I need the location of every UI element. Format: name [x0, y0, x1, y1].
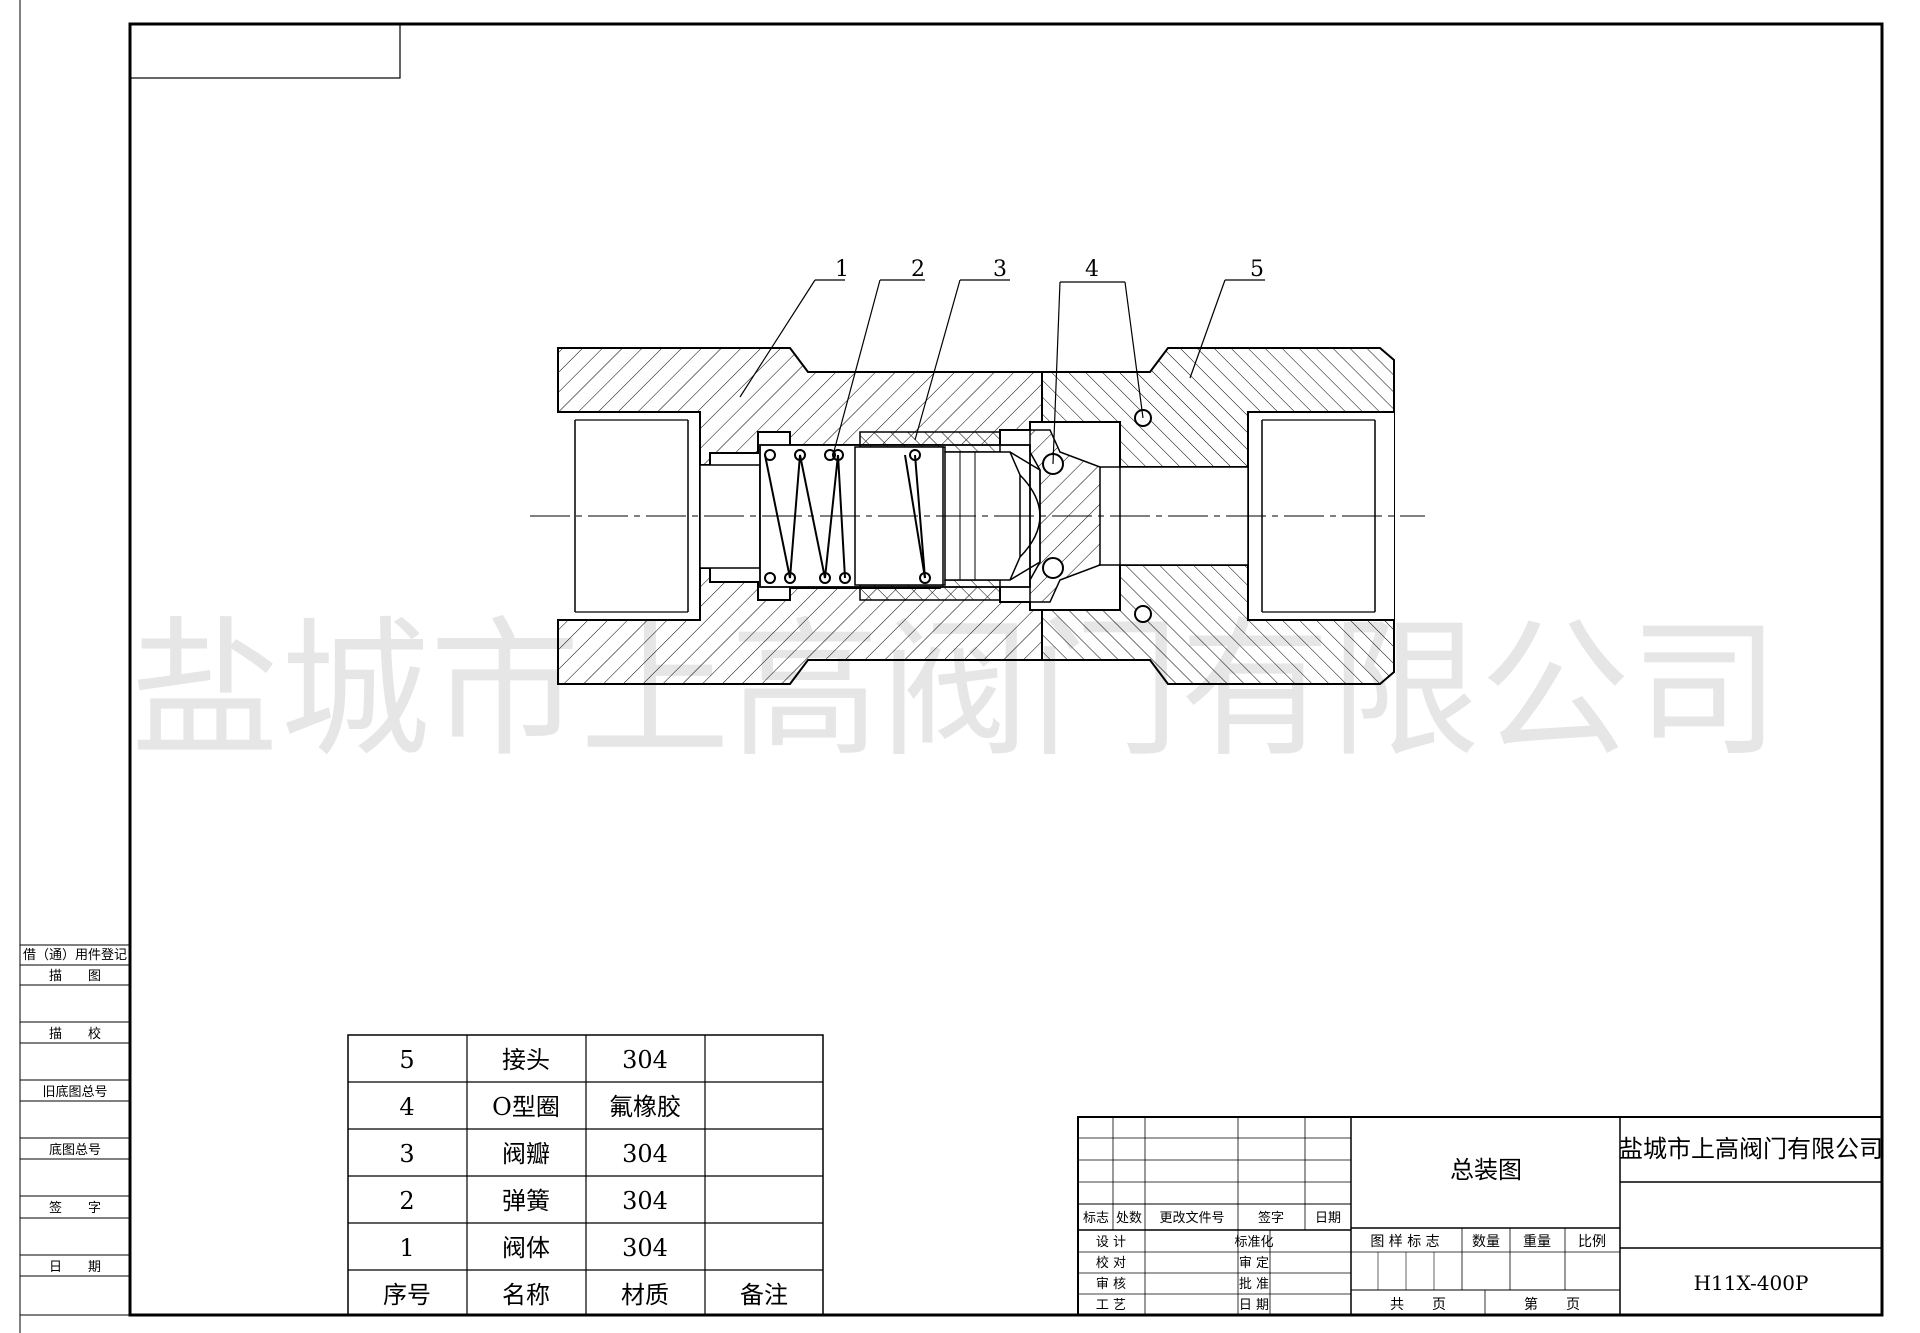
- part-name: 阀瓣: [502, 1140, 550, 1168]
- left-register-column: 借（通）用件登记 描 图 描 校 旧底图总号 底图总号 签 字 日 期: [20, 944, 130, 1277]
- role-label: 标准化: [1234, 1235, 1273, 1250]
- balloon-2: 2: [911, 257, 925, 282]
- role-label: 工 艺: [1096, 1298, 1126, 1313]
- weight-label: 重量: [1523, 1234, 1551, 1250]
- part-name: 弹簧: [502, 1187, 550, 1215]
- part-material: 304: [622, 1140, 668, 1168]
- drawing-title: 总装图: [1450, 1156, 1522, 1184]
- drawing-number: H11X-400P: [1694, 1271, 1809, 1295]
- balloon-1: 1: [835, 257, 849, 282]
- role-label: 批 准: [1239, 1277, 1269, 1292]
- sheet-number: 第 页: [1524, 1296, 1580, 1313]
- role-label: 日 期: [1239, 1298, 1269, 1313]
- part-material: 304: [622, 1234, 668, 1262]
- balloon-4: 4: [1085, 257, 1099, 282]
- part-material: 304: [622, 1046, 668, 1074]
- register-label: 签 字: [49, 1200, 101, 1216]
- o-ring-part: [1042, 409, 1152, 623]
- role-label: 审 核: [1096, 1277, 1126, 1292]
- rev-header: 签字: [1258, 1210, 1284, 1226]
- rev-header: 更改文件号: [1159, 1211, 1224, 1226]
- register-label: 旧底图总号: [42, 1084, 107, 1100]
- part-name: 接头: [502, 1046, 550, 1074]
- parts-list-table: 5 接头 304 4 O型圈 氟橡胶 3 阀瓣 304 2 弹簧 304 1 阀…: [347, 1034, 824, 1316]
- header-no: 序号: [383, 1281, 431, 1309]
- scale-label: 比例: [1578, 1234, 1606, 1250]
- balloon-3: 3: [993, 257, 1007, 282]
- drawing-frame: [19, 0, 1884, 1333]
- part-material: 304: [622, 1187, 668, 1215]
- quantity-label: 数量: [1472, 1234, 1500, 1250]
- valve-section-view: [530, 347, 1425, 685]
- sheet-total: 共 页: [1390, 1297, 1446, 1313]
- part-no: 1: [399, 1234, 414, 1262]
- register-label: 日 期: [49, 1260, 101, 1275]
- register-label: 描 校: [49, 1026, 101, 1042]
- part-balloons: 1 2 3 4 5: [739, 257, 1265, 465]
- part-name: 阀体: [502, 1234, 550, 1262]
- role-label: 设 计: [1096, 1235, 1126, 1250]
- stage-label: 图 样 标 志: [1370, 1234, 1439, 1250]
- part-no: 5: [399, 1046, 414, 1074]
- part-name: O型圈: [492, 1093, 560, 1121]
- part-no: 4: [399, 1093, 414, 1121]
- role-label: 审 定: [1239, 1256, 1269, 1271]
- part-no: 2: [399, 1187, 414, 1215]
- header-material: 材质: [621, 1281, 669, 1309]
- register-label: 底图总号: [49, 1142, 101, 1158]
- title-block: 标志 处数 更改文件号 签字 日期 设 计 校 对 审 核 工 艺 标准化 审 …: [1077, 1116, 1883, 1316]
- register-label: 描 图: [49, 969, 101, 984]
- role-label: 校 对: [1096, 1255, 1126, 1271]
- header-note: 备注: [740, 1281, 788, 1309]
- part-material: 氟橡胶: [609, 1093, 681, 1121]
- header-name: 名称: [502, 1281, 550, 1309]
- part-no: 3: [399, 1140, 414, 1168]
- rev-header: 日期: [1315, 1211, 1341, 1226]
- company-name: 盐城市上高阀门有限公司: [1619, 1135, 1883, 1163]
- balloon-5: 5: [1250, 257, 1264, 282]
- rev-header: 标志: [1083, 1211, 1109, 1226]
- rev-header: 处数: [1116, 1211, 1142, 1226]
- register-label: 借（通）用件登记: [23, 948, 127, 963]
